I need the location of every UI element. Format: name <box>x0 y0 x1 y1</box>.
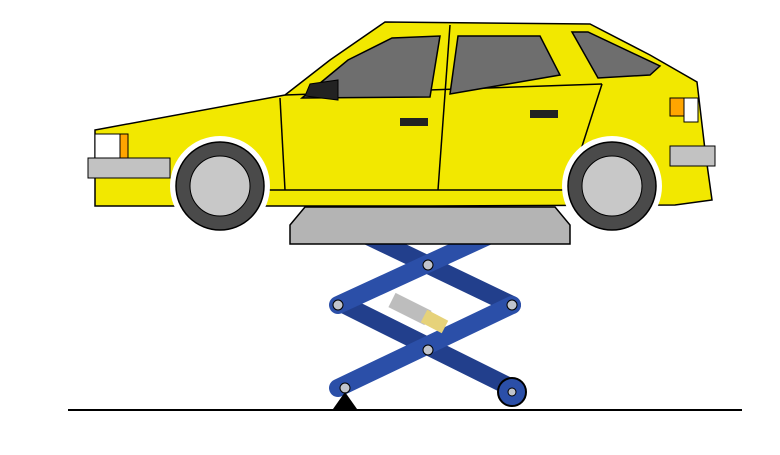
lift-platform <box>289 206 571 245</box>
roller-hub <box>507 387 517 397</box>
lift-pivot-pin <box>339 382 351 394</box>
rear-wheel <box>562 136 662 236</box>
door-handle <box>530 110 558 118</box>
lift-pivot-pin <box>422 344 434 356</box>
cylinder-barrel <box>388 292 432 326</box>
rear-window <box>449 35 562 95</box>
headlight <box>94 133 121 159</box>
front-indicator <box>119 133 129 159</box>
base-support-icon <box>333 392 357 409</box>
rear-indicator <box>669 97 685 117</box>
rear-light <box>683 97 699 123</box>
scissor-lift-icon <box>329 216 527 409</box>
rear-bumper <box>669 145 716 167</box>
door-handle <box>400 118 428 126</box>
front-wheel <box>170 136 270 236</box>
hydraulic-cylinder-icon <box>388 292 449 334</box>
lift-pivot-pin <box>422 259 434 271</box>
hatchback-car-icon <box>87 21 716 236</box>
lift-pivot-pin <box>506 299 518 311</box>
front-bumper <box>87 157 171 179</box>
side-mirror <box>304 79 339 101</box>
lift-pivot-pin <box>332 299 344 311</box>
rear-quarter-window <box>570 31 662 79</box>
cylinder-rod <box>420 309 449 334</box>
door-line <box>437 24 451 191</box>
door-line <box>279 97 286 191</box>
